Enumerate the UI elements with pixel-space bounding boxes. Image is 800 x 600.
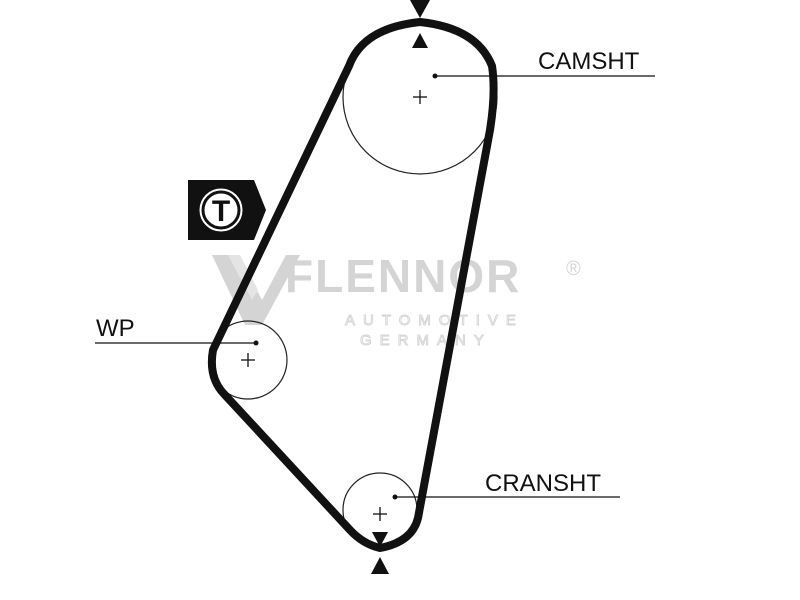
watermark-line-automotive: AUTOMOTIVE bbox=[345, 312, 524, 329]
camshaft-label: CAMSHT bbox=[538, 48, 640, 75]
watermark-brand: FLENNOR bbox=[285, 250, 521, 302]
watermark-line-germany: GERMANY bbox=[360, 332, 492, 349]
tensioner-symbol: T bbox=[188, 180, 266, 240]
crankshaft-bottom-mark-icon bbox=[371, 557, 389, 574]
crankshaft-inner-mark-icon bbox=[372, 532, 388, 547]
crankshaft-center-cross bbox=[373, 507, 387, 521]
camshaft-inner-mark-icon bbox=[412, 33, 428, 48]
leader-lines bbox=[95, 75, 655, 498]
water-pump-center-cross bbox=[241, 353, 255, 367]
pulley-centers bbox=[241, 90, 427, 521]
camshaft-top-mark-icon bbox=[410, 0, 430, 18]
watermark: FLENNOR ® AUTOMOTIVE GERMANY bbox=[212, 250, 581, 349]
water-pump-label: WP bbox=[96, 315, 135, 342]
leader-dots bbox=[253, 73, 438, 500]
tensioner-circle-icon bbox=[199, 188, 243, 232]
tensioner-label: T bbox=[212, 195, 230, 228]
camshaft-center-cross bbox=[413, 90, 427, 104]
crankshaft-label: CRANSHT bbox=[485, 470, 601, 497]
watermark-registered-mark: ® bbox=[566, 258, 581, 280]
timing-marks bbox=[371, 0, 430, 574]
watermark-logo-icon-stripe bbox=[228, 255, 258, 300]
timing-belt bbox=[207, 18, 498, 552]
